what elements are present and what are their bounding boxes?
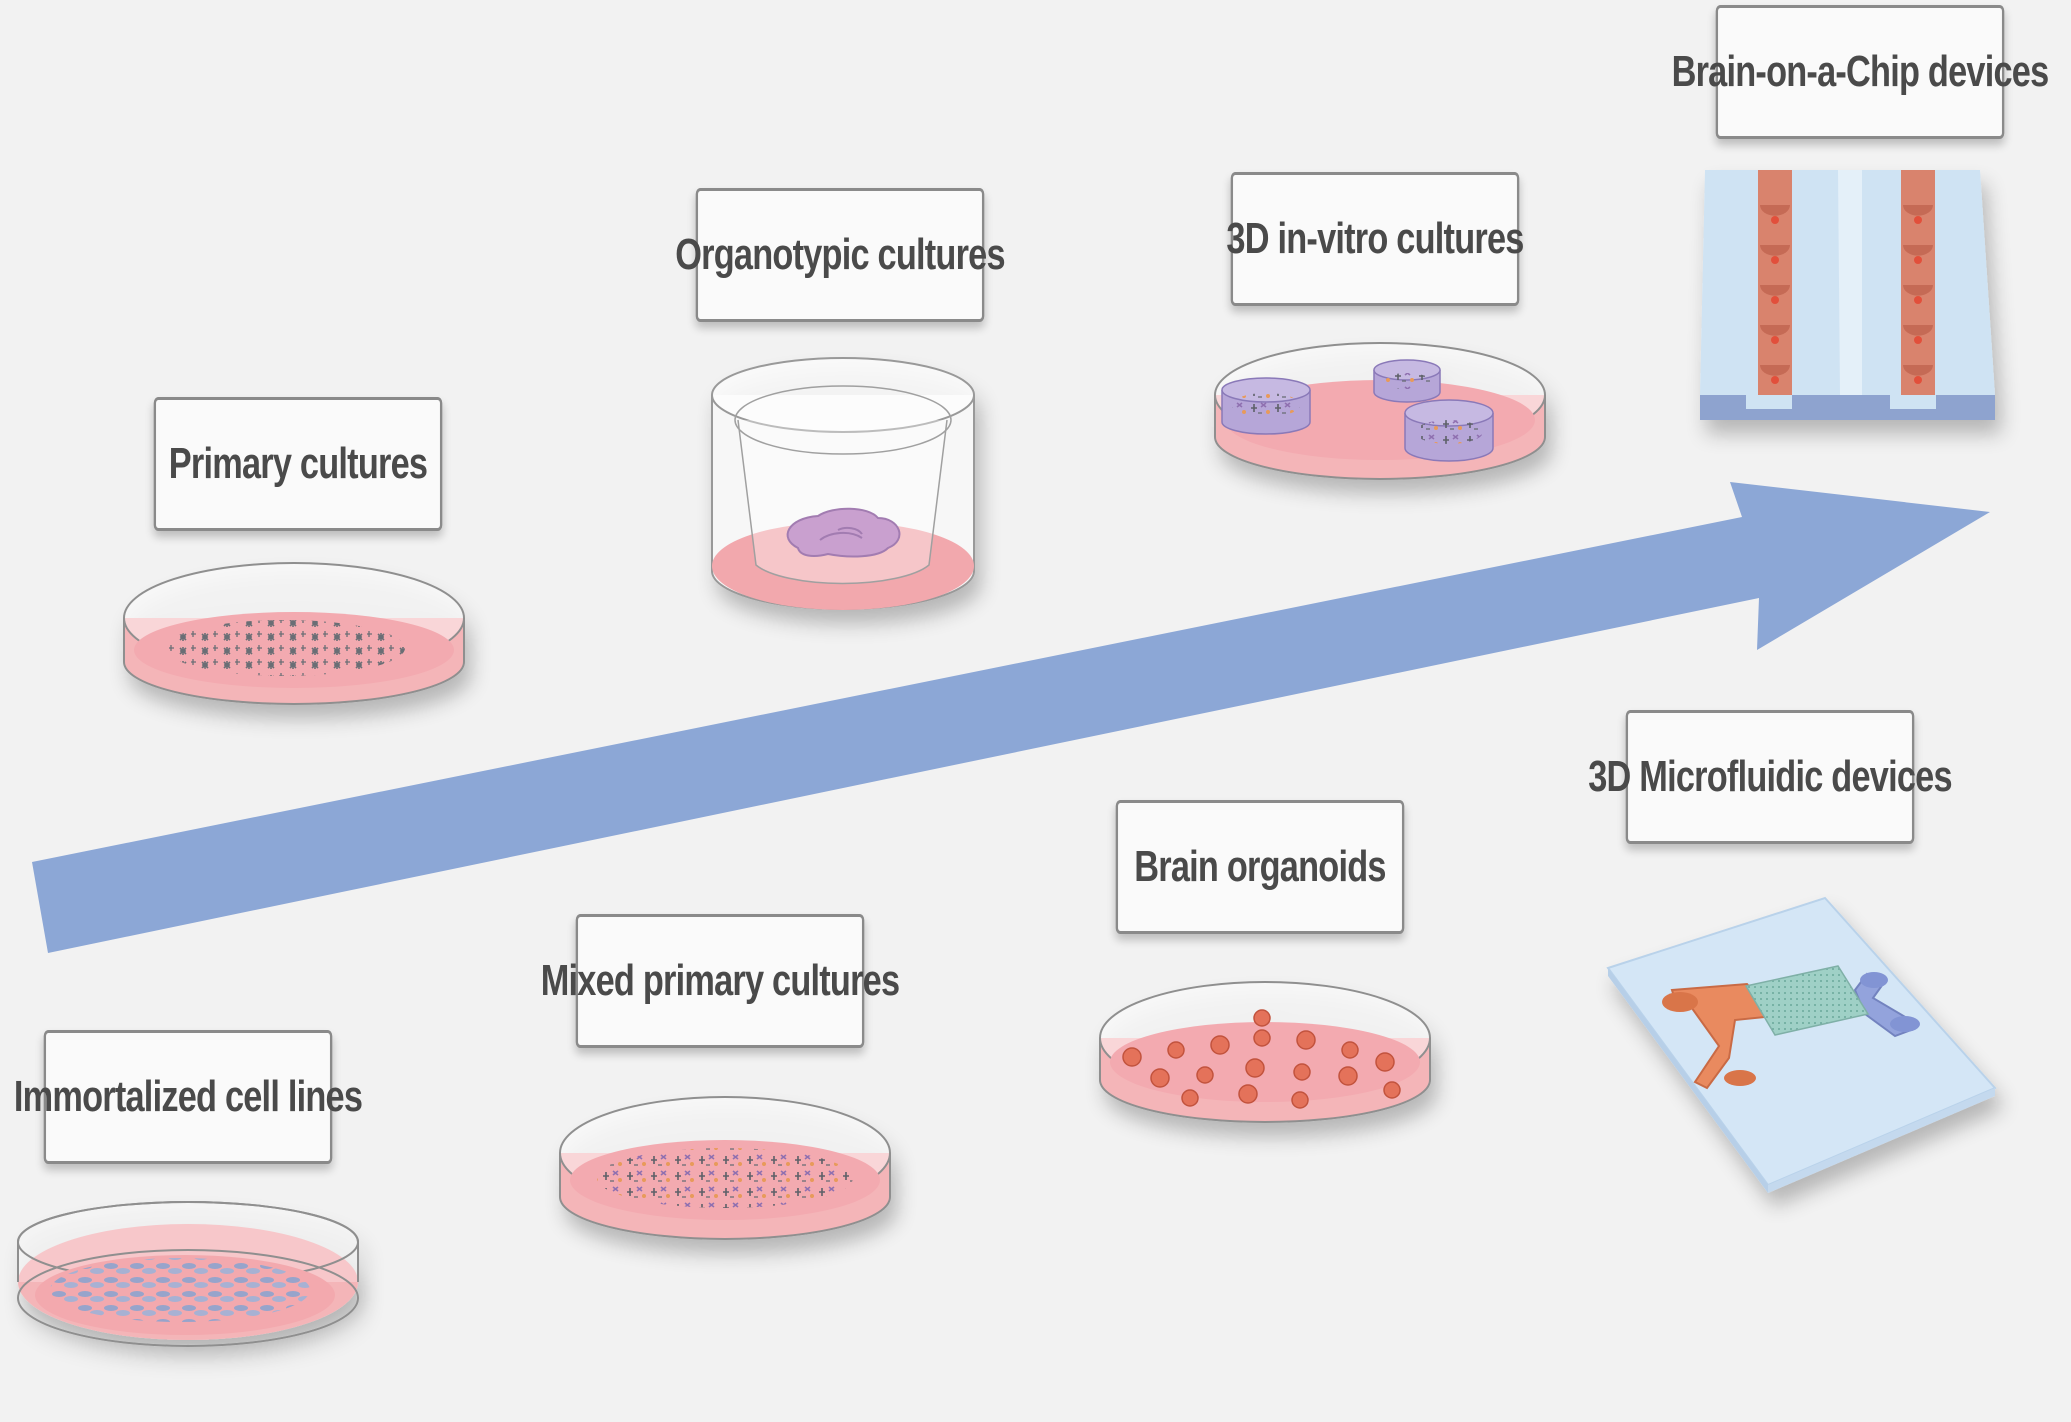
label-text: Brain organoids [1134, 842, 1386, 891]
petri-dish-3d-invitro [1214, 342, 1546, 480]
label-text: Immortalized cell lines [13, 1072, 363, 1121]
organotypic-insert [711, 357, 975, 610]
petri-dish-immortalized [17, 1201, 359, 1347]
label-text: Brain-on-a-Chip devices [1671, 47, 2050, 96]
label-text: Mixed primary cultures [540, 956, 900, 1005]
progress-arrow [32, 482, 1990, 953]
petri-dish-organoids [1099, 981, 1431, 1123]
petri-dish-mixed [559, 1096, 891, 1240]
label-brain-on-a-chip-devices: Brain-on-a-Chip devices [1672, 5, 2049, 139]
label-immortalized-cell-lines: Immortalized cell lines [14, 1030, 363, 1164]
label-primary-cultures: Primary cultures [153, 397, 443, 531]
microfluidic-device [1606, 896, 1997, 1193]
label-text: Primary cultures [168, 439, 428, 488]
brain-on-chip-device [1700, 170, 1995, 420]
label-brain-organoids: Brain organoids [1115, 800, 1405, 934]
label-text: 3D in-vitro cultures [1226, 214, 1524, 263]
label-3d-microfluidic-devices: 3D Microfluidic devices [1588, 710, 1953, 844]
petri-dish-primary [123, 562, 465, 705]
label-text: 3D Microfluidic devices [1588, 752, 1952, 801]
label-3d-invitro-cultures: 3D in-vitro cultures [1226, 172, 1524, 306]
label-mixed-primary-cultures: Mixed primary cultures [541, 914, 900, 1048]
label-organotypic-cultures: Organotypic cultures [675, 188, 1006, 322]
label-text: Organotypic cultures [675, 230, 1005, 279]
